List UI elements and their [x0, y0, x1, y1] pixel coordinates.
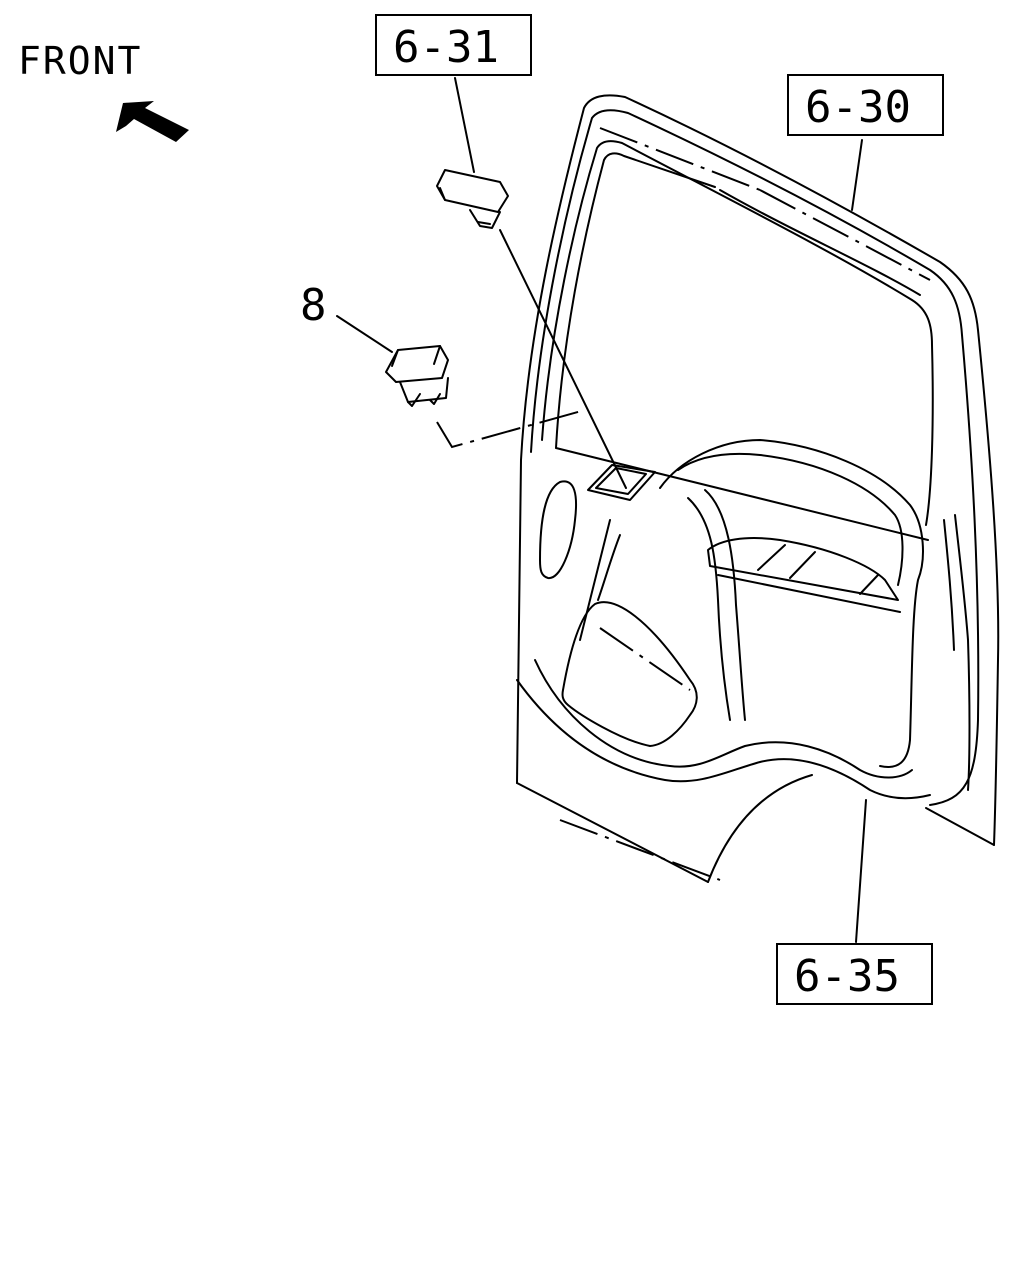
callout-6-30: 6-30: [787, 74, 944, 136]
door-panel-drawing: [516, 94, 1000, 883]
svg-text:6-35: 6-35: [794, 951, 900, 1002]
callout-8: 8: [300, 280, 327, 331]
part-8-drawing: [385, 345, 449, 407]
callout-6-31: 6-31: [375, 14, 532, 76]
leader-lines: [336, 77, 867, 943]
svg-text:6-30: 6-30: [805, 82, 911, 133]
callout-6-35: 6-35: [776, 943, 933, 1005]
arrow-front-icon: [116, 101, 189, 142]
front-label: FRONT: [18, 39, 142, 83]
part-6-31-drawing: [436, 169, 509, 229]
svg-text:8: 8: [300, 280, 327, 331]
svg-text:6-31: 6-31: [393, 22, 499, 73]
